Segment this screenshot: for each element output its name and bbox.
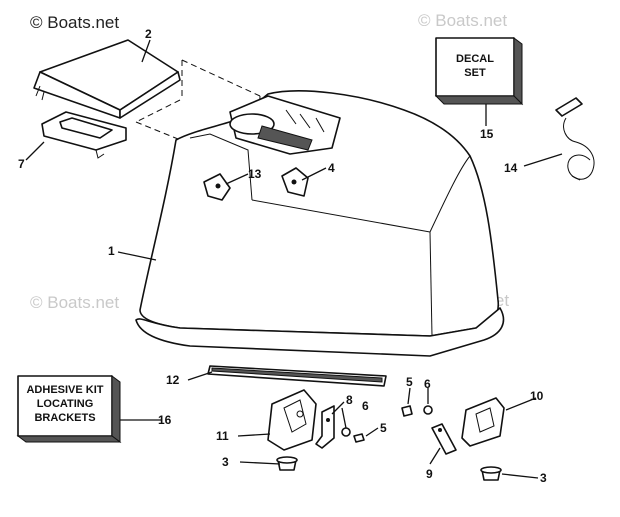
part-2-top-cover xyxy=(33,39,181,119)
callout-16: 16 xyxy=(158,413,172,427)
part-1-motor-cover xyxy=(135,90,505,357)
part-13-latch xyxy=(203,173,231,201)
part-8-bracket xyxy=(315,405,335,449)
callout-7: 7 xyxy=(18,157,25,171)
part-10-plate xyxy=(461,397,505,447)
callout-12: 12 xyxy=(166,373,180,387)
part-6-washer-left xyxy=(341,427,351,437)
part-5-screw-right xyxy=(401,405,413,417)
decal-label-line2: SET xyxy=(464,67,486,79)
watermark-top-left: © Boats.net xyxy=(30,13,119,32)
callout-6-right: 6 xyxy=(424,377,431,391)
callout-3-left: 3 xyxy=(222,455,229,469)
callout-8: 8 xyxy=(346,393,353,407)
adhesive-label-line1: ADHESIVE KIT xyxy=(26,384,103,396)
part-9-bracket xyxy=(431,423,457,455)
part-3-grommet-right xyxy=(480,466,502,481)
decal-label-line1: DECAL xyxy=(456,53,494,65)
decal-set-box: DECAL SET xyxy=(434,37,524,106)
adhesive-kit-box: ADHESIVE KIT LOCATING BRACKETS xyxy=(16,375,122,443)
callout-5-right: 5 xyxy=(406,375,413,389)
watermark-top-right: © Boats.net xyxy=(418,11,507,30)
callout-11: 11 xyxy=(216,429,229,443)
leader-lines xyxy=(25,39,563,479)
alignment-guide xyxy=(135,59,261,161)
part-3-grommet-left xyxy=(276,456,298,471)
callout-2: 2 xyxy=(145,27,152,41)
callout-10: 10 xyxy=(530,389,544,403)
watermark-mid-left: © Boats.net xyxy=(30,293,119,312)
callout-14: 14 xyxy=(504,161,518,175)
callout-4: 4 xyxy=(328,161,335,175)
callout-13: 13 xyxy=(248,167,262,181)
part-5-screw-left xyxy=(353,433,365,443)
part-6-washer-right xyxy=(423,405,433,415)
part-11-bracket xyxy=(267,389,317,451)
callout-6-left: 6 xyxy=(362,399,369,413)
adhesive-label-line3: BRACKETS xyxy=(34,412,95,424)
part-12-seal-strip xyxy=(207,365,387,387)
part-4-latch xyxy=(281,167,309,197)
part-14-starter-cord xyxy=(555,97,595,181)
adhesive-label-line2: LOCATING xyxy=(37,398,94,410)
part-7-gasket xyxy=(41,111,127,159)
callout-5-left: 5 xyxy=(380,421,387,435)
callout-3-right: 3 xyxy=(540,471,547,485)
callout-15: 15 xyxy=(480,127,494,141)
callout-9: 9 xyxy=(426,467,433,481)
callout-1: 1 xyxy=(108,244,115,258)
